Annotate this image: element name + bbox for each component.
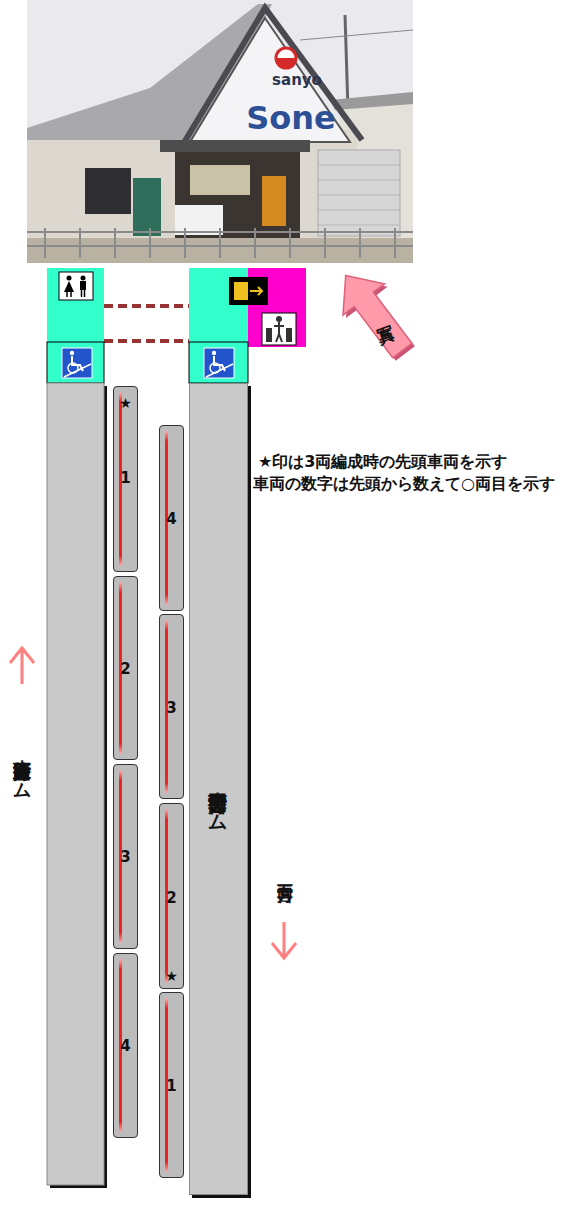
car-number: 3 [120,848,130,866]
ticket-machine-icon [229,277,268,305]
wheelchair-icon [62,348,92,378]
utility-pole [345,15,348,110]
company-logo [276,48,296,68]
fence-post [45,228,395,258]
ticket-gate-icon [274,322,284,342]
platform-name: 三宮方面行ホーム [206,779,232,823]
gable-roof-edge [182,8,362,146]
ticket-gate-icon [276,316,282,322]
toilet-icon [81,276,86,281]
door [133,178,161,236]
car-number: 4 [166,510,176,528]
window [85,168,131,214]
car-number: 2 [166,889,176,907]
wheelchair-icon [206,364,233,377]
photo-sky [27,0,413,263]
legend-note: 車両の数字は先頭から数えて○両目を示す [253,474,555,495]
train-car: 3 [159,614,184,799]
car-number: 3 [166,699,176,717]
ticket-gate-icon [286,328,292,342]
train-car: 3 [113,764,138,949]
lead-car-star: ★ [119,395,132,411]
facility-area [47,268,104,342]
arrow-shape [328,262,420,364]
car-number: 2 [120,660,130,678]
toilet-icon [67,292,71,297]
ramp-area [189,342,248,383]
shutter [318,150,400,236]
car-number: 1 [166,1077,176,1095]
train-car: 2 [113,576,138,760]
train-car: 4 [159,425,184,611]
ticket-machine-icon [250,287,262,295]
platform [47,383,104,1185]
toilet-icon [80,281,86,290]
ticket-gate-icon [266,328,272,342]
car-number: 4 [120,1037,130,1055]
toilet-icon [67,276,72,281]
direction-label: 姫路方面行ホーム [10,748,34,789]
station-brand: sanyo [272,71,322,89]
photo-direction-arrow: 写真 [328,262,420,364]
platform: 三宮方面行ホーム [189,383,248,1195]
power-wire [300,30,413,40]
direction-arrow [272,922,296,958]
train-car: ★1 [113,386,138,572]
wheelchair-ramp [47,342,104,383]
train-car: 2★ [159,803,184,989]
vending-machine [262,176,286,226]
train-car: 1 [159,992,184,1178]
arrow-shape [325,260,423,366]
ramp-area [47,342,104,383]
shutter-lines [318,165,400,225]
wheelchair-icon [204,348,234,378]
fare-board [190,165,250,195]
direction-arrow [10,648,34,684]
toilet-icon [82,290,85,297]
wheelchair-icon [70,351,74,355]
crossing-walkway [104,306,189,341]
company-logo [276,58,296,68]
ticket-machine-icon [234,282,248,300]
toilet-icon [64,281,74,292]
station-wall [27,130,357,240]
entrance-canopy [160,140,310,152]
ticket-gate-icon [262,313,296,345]
legend-note: ★印は3両編成時の先頭車両を示す [258,452,507,473]
station-name: Sone [246,99,336,137]
car-number: 1 [120,469,130,487]
toilet-icon [59,272,93,300]
train-car: 4 [113,953,138,1138]
station-gable [190,18,350,142]
wheelchair-icon [212,351,216,355]
entrance [175,152,300,240]
wheelchair-icon [64,364,91,377]
notice-sign [175,205,223,235]
side-roof [330,92,413,110]
lead-car-star: ★ [165,968,178,984]
wheelchair-ramp [189,342,248,383]
